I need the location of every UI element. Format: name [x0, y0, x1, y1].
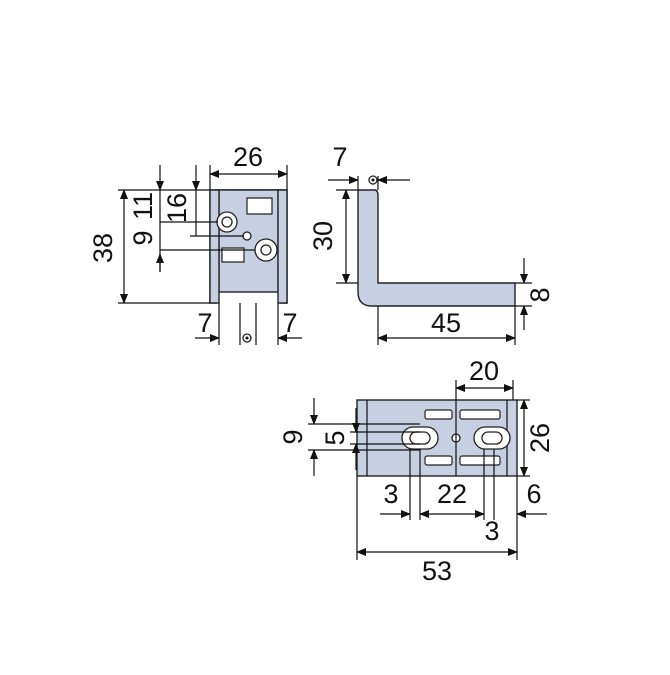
side-dim-thickness-label: 7	[332, 142, 347, 172]
front-dim-bottom-left-label: 7	[197, 308, 212, 338]
front-dim-hole-upper: 16	[162, 165, 244, 237]
front-dim-bottom-right-label: 7	[282, 308, 297, 338]
front-view-part	[209, 189, 288, 304]
front-dim-height-label: 38	[88, 233, 118, 263]
front-center-hole	[242, 231, 252, 241]
bottom-view: 20 26 9 5	[278, 356, 555, 586]
front-slot-upper	[246, 197, 273, 215]
bottom-dim-total: 53	[356, 476, 518, 586]
front-view: 26 38 11 16 9	[88, 142, 302, 345]
bottom-dim-slot-height-label: 5	[320, 430, 350, 445]
bottom-dim-left-margin-label: 3	[383, 479, 398, 509]
side-view-part	[357, 189, 516, 307]
bottom-dim-right-margin-label: 6	[526, 479, 541, 509]
side-dim-height: 30	[308, 189, 358, 284]
front-dim-hole-lower-label: 9	[128, 230, 158, 245]
bottom-dim-outer-left: 9	[278, 398, 420, 476]
front-dim-width-label: 26	[233, 142, 263, 172]
side-dim-length-label: 45	[431, 308, 461, 338]
bottom-dim-slot-span: 20	[455, 356, 514, 400]
front-dim-height: 38	[88, 189, 210, 304]
side-view: 7 30 45 8	[308, 142, 555, 345]
front-dim-hole-upper-label: 16	[162, 193, 192, 223]
front-slot-lower	[221, 247, 245, 263]
bottom-dim-total-label: 53	[422, 556, 452, 586]
bottom-dim-slot-height: 5	[320, 408, 420, 470]
bottom-dim-outer-left-label: 9	[278, 429, 308, 444]
bottom-view-part	[356, 399, 518, 477]
bottom-dim-depth-label: 26	[525, 423, 555, 453]
bottom-dim-slot-span-label: 20	[469, 356, 499, 386]
side-dim-thickness: 7	[328, 142, 410, 190]
front-dim-hole-lower: 9	[128, 222, 255, 272]
bottom-dim-center-span-label: 22	[437, 479, 467, 509]
bottom-dim-depth: 26	[517, 399, 555, 477]
side-dim-height-label: 30	[308, 221, 338, 251]
side-dim-length: 45	[377, 306, 516, 345]
front-dim-bottom: 7 7	[195, 303, 302, 345]
bottom-dim-row: 3 22 6 3	[380, 449, 547, 546]
side-dim-foot: 8	[515, 258, 555, 330]
front-dim-top-offset: 11	[128, 165, 218, 223]
front-dim-width: 26	[209, 142, 288, 190]
side-dim-foot-label: 8	[525, 287, 555, 302]
front-dim-top-offset-label: 11	[128, 192, 158, 220]
bottom-dim-slot-width-label: 3	[484, 516, 499, 546]
